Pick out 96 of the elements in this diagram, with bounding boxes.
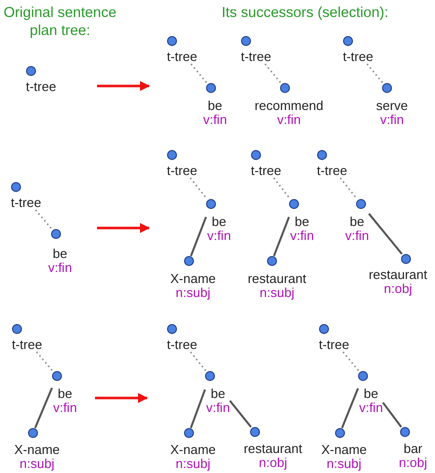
tree-node (376, 83, 408, 127)
node-category: n:subj (174, 457, 212, 471)
tree-node (248, 256, 306, 300)
node-word: serve (376, 99, 408, 113)
node-word: t-tree (316, 164, 348, 178)
node-word: t-tree (342, 50, 374, 64)
node-category: n:subj (326, 457, 362, 471)
node-word: be (52, 247, 68, 261)
node-word: X-name (321, 443, 367, 457)
dependency-link (341, 388, 359, 428)
tree-node (205, 371, 230, 415)
node-word: t-tree (250, 164, 282, 178)
node-word: restaurant (244, 442, 302, 456)
dotted-link (273, 178, 291, 200)
node-word: t-tree (240, 50, 272, 64)
node-word: t-tree (166, 50, 198, 64)
tree-node (316, 150, 348, 178)
tree-node (358, 371, 383, 415)
tree-node (250, 150, 282, 178)
dotted-link (190, 64, 208, 84)
node-category: v:fin (290, 229, 314, 243)
dotted-link (34, 209, 52, 230)
node-category: n:obj (398, 456, 428, 470)
dotted-link (340, 178, 358, 200)
node-category: v:fin (53, 401, 77, 415)
dotted-link (264, 64, 282, 84)
tree-node (166, 36, 198, 64)
node-category: n:subj (258, 286, 296, 300)
node-word: t-tree (12, 338, 42, 352)
node-category: v:fin (48, 261, 72, 275)
tree-node (368, 254, 428, 296)
node-word: restaurant (248, 272, 306, 286)
tree-node (345, 199, 369, 243)
node-category: n:obj (382, 282, 414, 296)
tree-node (206, 199, 231, 243)
tree-node (26, 66, 56, 94)
node-word: be (210, 387, 226, 401)
dependency-link (273, 216, 290, 256)
tree-node (240, 36, 272, 64)
node-category: v:fin (359, 401, 383, 415)
node-word: t-tree (26, 80, 56, 94)
panel-heading: Its successors (selection): (220, 4, 390, 22)
node-word: t-tree (318, 338, 350, 352)
node-word: bar (402, 442, 424, 456)
tree-node (10, 182, 42, 210)
tree-node (166, 150, 198, 178)
dotted-link (190, 178, 208, 200)
node-word: t-tree (166, 338, 198, 352)
node-word: t-tree (10, 196, 42, 210)
tree-node (203, 83, 227, 127)
tree-node (166, 324, 198, 352)
node-word: recommend (254, 99, 324, 113)
node-word: X-name (170, 272, 216, 286)
node-word: be (362, 387, 380, 401)
node-category: v:fin (276, 113, 302, 127)
panel-heading: Original sentence plan tree: (2, 4, 118, 40)
node-word: restaurant (368, 268, 428, 282)
node-word: be (210, 215, 228, 229)
dependency-link (34, 387, 53, 428)
node-category: n:obj (258, 456, 288, 470)
node-category: n:subj (174, 286, 212, 300)
tree-node (289, 199, 314, 243)
dependency-link (229, 400, 252, 428)
node-word: X-name (14, 443, 60, 457)
dependency-link (190, 389, 206, 428)
tree-node (14, 428, 60, 471)
node-category: v:fin (207, 229, 231, 243)
tree-node (48, 229, 72, 275)
tree-node (318, 324, 350, 352)
dotted-link (342, 352, 360, 372)
tree-node (254, 83, 324, 127)
tree-node (342, 36, 374, 64)
tree-node (398, 427, 428, 470)
dotted-link (366, 64, 384, 84)
tree-node (321, 428, 367, 471)
node-word: be (56, 387, 74, 401)
dotted-link (36, 351, 54, 372)
tree-node (12, 324, 42, 352)
node-category: v:fin (206, 401, 230, 415)
node-category: v:fin (345, 229, 369, 243)
tree-node (170, 256, 216, 300)
tree-node (52, 371, 77, 415)
node-word: be (206, 99, 224, 113)
node-word: X-name (170, 443, 216, 457)
node-word: be (348, 215, 366, 229)
node-category: n:subj (18, 457, 56, 471)
dependency-link (368, 213, 403, 255)
tree-node (170, 428, 216, 471)
dependency-link (190, 216, 207, 256)
dependency-link (382, 402, 402, 428)
node-category: v:fin (379, 113, 405, 127)
node-category: v:fin (203, 113, 227, 127)
tree-node (244, 427, 302, 470)
dotted-link (190, 352, 207, 372)
node-word: t-tree (166, 164, 198, 178)
node-word: be (294, 215, 310, 229)
